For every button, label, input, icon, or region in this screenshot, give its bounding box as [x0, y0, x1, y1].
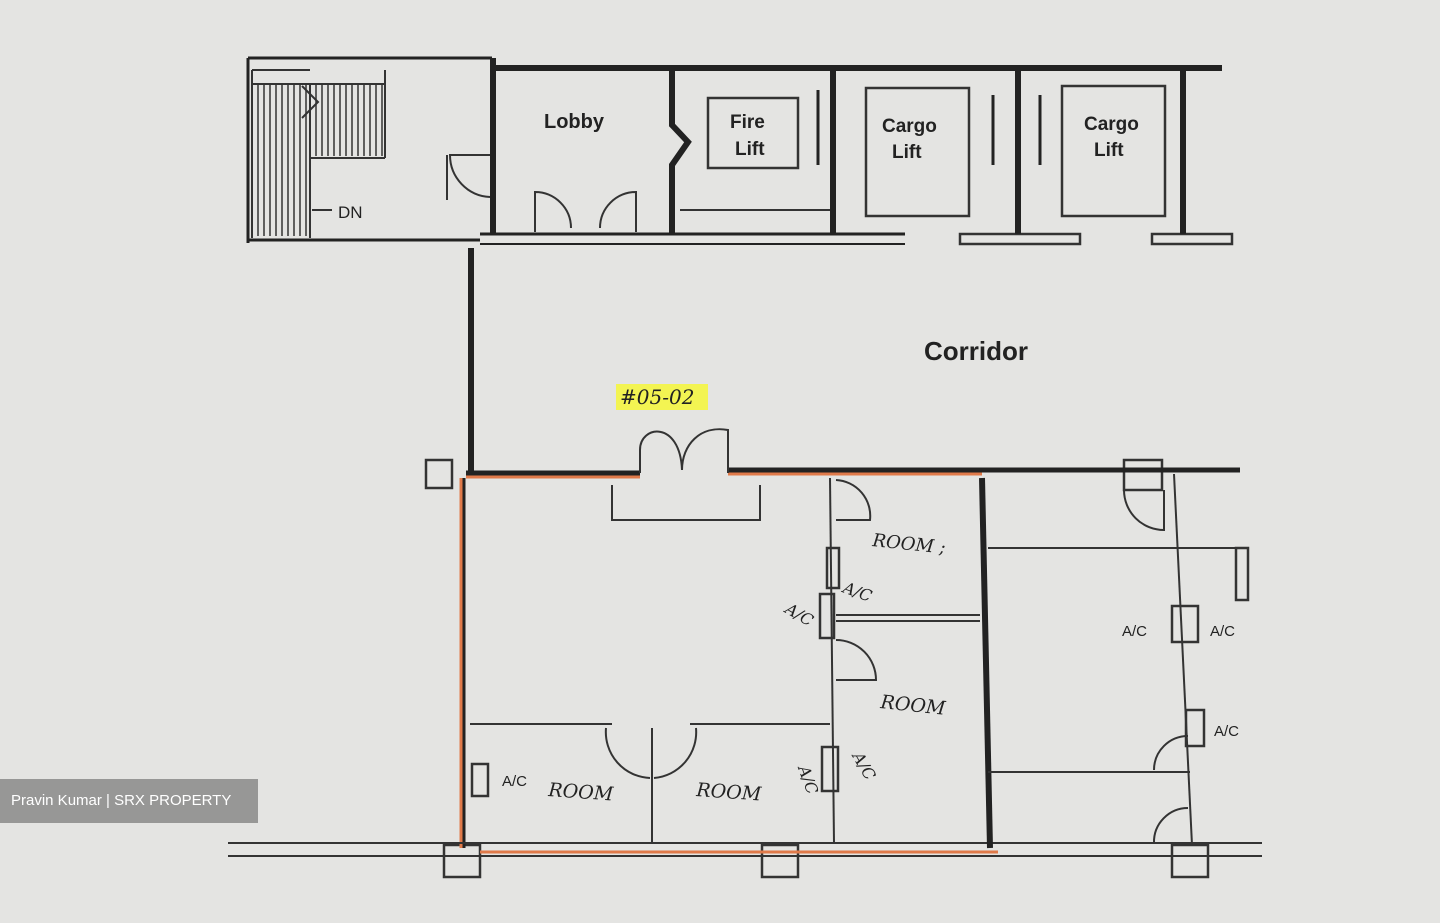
door-sill: [1150, 232, 1234, 246]
ac-label: A/C: [1122, 623, 1147, 640]
lobby-wall: [669, 70, 692, 234]
ac-label: A/C: [839, 577, 875, 606]
ac-unit: [1234, 546, 1250, 602]
stair: DN: [251, 69, 386, 238]
cargo-lift-b-label-line1: Cargo: [1084, 114, 1139, 135]
watermark: Pravin Kumar | SRX PROPERTY: [0, 779, 258, 823]
ac-label: A/C: [1210, 623, 1235, 640]
column: [424, 458, 454, 490]
fire-lift-label-line1: Fire: [730, 112, 765, 133]
ac-unit: [825, 546, 841, 590]
room-bottom-left-label: ROOM: [547, 779, 615, 806]
ac-unit: [1184, 708, 1206, 748]
ac-label: A/C: [848, 747, 880, 784]
ac-label: A/C: [502, 773, 527, 790]
unit-number-label: #05-02: [620, 385, 694, 409]
ac-unit: [820, 745, 840, 793]
lobby-door-left: [534, 190, 572, 232]
fire-lift-car: [706, 96, 800, 170]
room-bottom-mid-label: ROOM: [695, 779, 763, 806]
lobby-label: Lobby: [544, 111, 605, 133]
partition: [829, 477, 835, 844]
stair-dn-label: DN: [338, 203, 363, 222]
entrance-door-right: [681, 428, 729, 473]
ac-label: A/C: [780, 598, 817, 630]
ac-unit: [470, 762, 490, 798]
neighbour-unit: A/C A/C A/C: [988, 473, 1250, 846]
ac-label: A/C: [1214, 723, 1239, 740]
room-door: [604, 727, 651, 779]
room-door: [835, 479, 872, 521]
unit-05-02: ROOM ; ROOM ROOM ROOM A/C A/C A/C A/C A/…: [228, 428, 1262, 879]
cargo-lift-a-label-line1: Cargo: [882, 116, 937, 137]
cargo-lift-a-car: [864, 86, 971, 218]
ac-label: A/C: [794, 761, 823, 797]
stair-treads: [257, 84, 383, 236]
entrance-recess: [611, 485, 761, 521]
door-swing: [1153, 735, 1189, 771]
ac-unit: [818, 592, 836, 640]
column: [1170, 843, 1210, 879]
stair-arrow: [301, 85, 320, 119]
door-swing: [1123, 489, 1165, 532]
door-swing: [448, 154, 491, 198]
room-top-right-label: ROOM ;: [870, 530, 946, 559]
cargo-lift-a-label-line2: Lift: [892, 142, 922, 163]
column: [1122, 458, 1164, 492]
corridor-label: Corridor: [924, 336, 1028, 366]
column: [760, 843, 800, 879]
party-wall: [979, 477, 993, 849]
room-door: [653, 727, 698, 779]
fire-lift-label-line2: Lift: [735, 139, 765, 160]
cargo-lift-b-label-line2: Lift: [1094, 140, 1124, 161]
door-sill: [958, 232, 1082, 246]
column: [442, 843, 482, 879]
cargo-lift-b-car: [1060, 84, 1167, 218]
room-mid-right-label: ROOM: [878, 691, 946, 720]
ac-unit: [1170, 604, 1200, 644]
door-swing: [1152, 807, 1189, 844]
room-door: [835, 639, 878, 681]
unit-highlight: [616, 384, 708, 410]
entrance-door-left: [639, 430, 683, 473]
lobby-door-right: [599, 190, 637, 232]
partition: [1173, 473, 1193, 846]
service-block: DN Lobby Fire Lift Cargo Lift Cargo Lift: [246, 56, 1234, 246]
